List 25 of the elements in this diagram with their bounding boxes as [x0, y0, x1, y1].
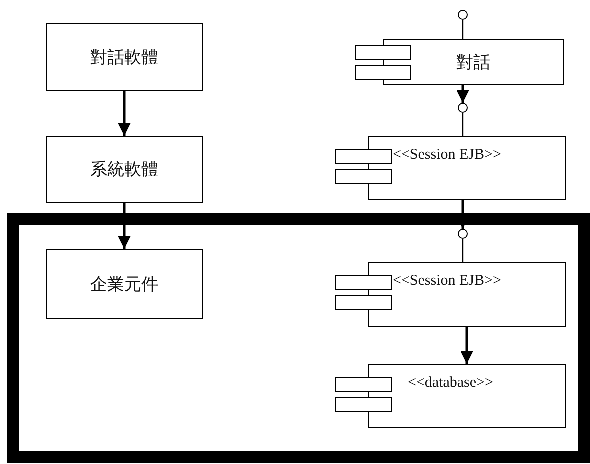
component-label: <<Session EJB>> — [393, 273, 502, 290]
arrow — [460, 327, 474, 364]
interface-circle — [458, 229, 468, 239]
component-label: <<database>> — [408, 375, 494, 392]
enterprise-frame — [7, 213, 590, 463]
connector-line — [462, 239, 464, 262]
arrow — [118, 203, 131, 249]
interface-circle — [458, 103, 468, 113]
connector-line — [462, 113, 464, 136]
uml-component — [355, 39, 564, 85]
component-label: 對話 — [456, 52, 492, 74]
component-label: <<Session EJB>> — [393, 147, 502, 164]
arrow — [118, 91, 131, 136]
box-label: 企業元件 — [90, 274, 158, 296]
process-box — [46, 249, 203, 319]
process-box — [46, 23, 203, 91]
connector-line — [462, 20, 464, 39]
arrow — [456, 85, 470, 103]
box-label: 系統軟體 — [90, 159, 158, 181]
uml-component — [335, 364, 566, 428]
interface-circle — [458, 10, 468, 20]
uml-component — [335, 136, 566, 200]
box-label: 對話軟體 — [90, 46, 158, 68]
process-box — [46, 136, 203, 203]
uml-component — [335, 262, 566, 327]
